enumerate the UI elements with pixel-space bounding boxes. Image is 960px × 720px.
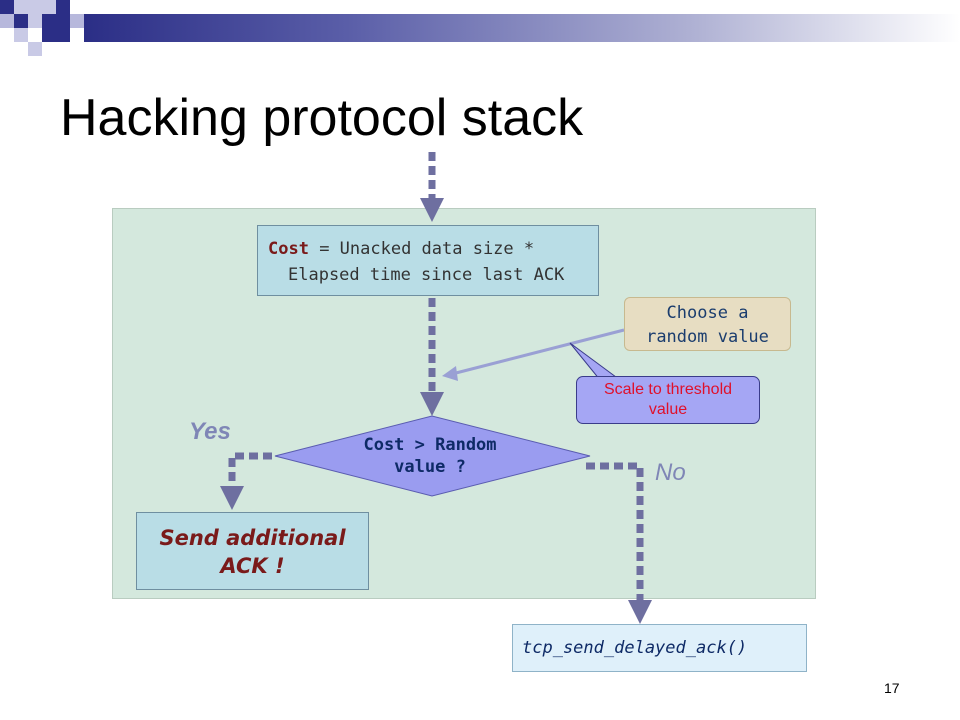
send-ack-box: Send additional ACK ! [136,512,369,590]
deco-square [28,42,42,56]
send-ack-line2: ACK ! [220,554,285,578]
decision-diamond [274,415,591,497]
scale-callout-tail [569,342,622,381]
scale-threshold-line1: Scale to threshold [603,381,733,398]
slide-title: Hacking protocol stack [60,89,584,147]
scale-threshold-line2: value [648,401,688,418]
deco-square [0,0,14,14]
cost-keyword: Cost [268,239,309,259]
random-value-pointer [451,328,625,376]
choose-random-box: Choose a random value [624,297,791,351]
cost-formula-line2: Elapsed time since last ACK [288,265,565,285]
page-number: 17 [884,680,900,696]
tcp-delayed-ack-text: tcp_send_delayed_ack() [522,638,748,658]
decision-label: Cost > Random value ? [320,434,540,478]
arrow-cost-to-decision-head [420,392,444,416]
decision-line2: value ? [394,457,466,477]
cost-formula-line1: = Unacked data size * [308,239,535,259]
deco-square [0,14,14,28]
deco-square [28,14,42,28]
deco-square [28,0,42,14]
tcp-delayed-ack-box: tcp_send_delayed_ack() [512,624,807,672]
choose-random-line2: random value [646,327,769,347]
arrow-no-head [628,600,652,624]
deco-square [14,14,28,28]
choose-random-line1: Choose a [666,303,749,323]
arrow-incoming-head [420,198,444,222]
scale-threshold-callout: Scale to threshold value [576,376,760,424]
deco-square [14,28,28,42]
random-value-pointer-head [442,366,458,381]
deco-square [42,14,70,42]
arrow-yes-shaft [228,452,272,486]
header-gradient-bar [84,14,960,42]
deco-square [70,14,84,28]
yes-label: Yes [189,418,231,445]
decision-line1: Cost > Random [363,435,497,455]
deco-square [56,0,70,14]
deco-square [14,0,28,14]
arrow-no-shaft [586,462,644,600]
deco-square [42,0,56,14]
no-label: No [655,459,686,486]
cost-formula-box: Cost = Unacked data size * Elapsed time … [257,225,599,296]
arrow-yes-head [220,486,244,510]
send-ack-line1: Send additional [159,526,346,550]
